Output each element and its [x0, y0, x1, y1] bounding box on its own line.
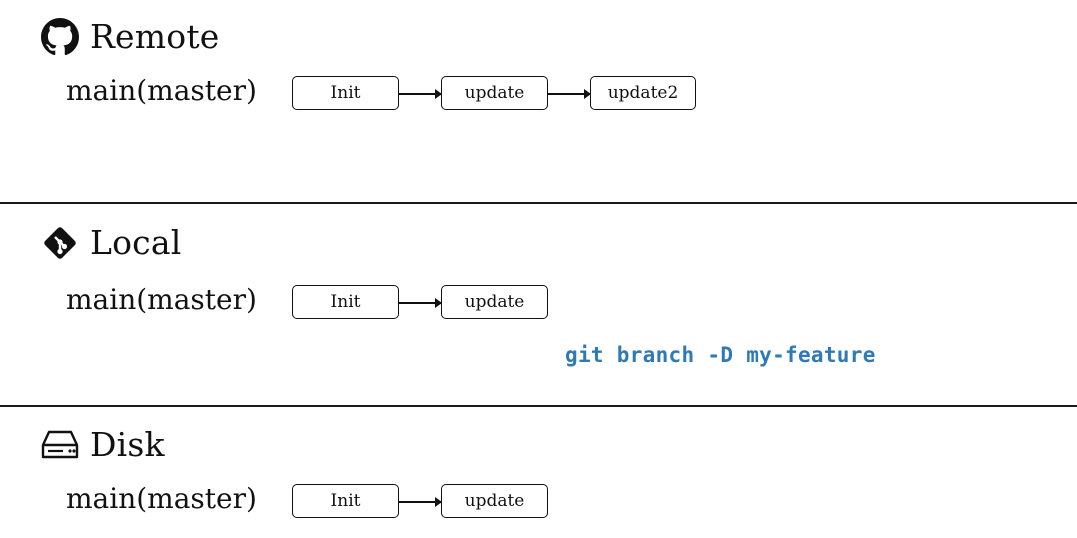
disk-title: Disk: [90, 425, 165, 464]
git-command-text: git branch -D my-feature: [565, 343, 876, 367]
disk-arrow-1: [399, 497, 442, 507]
section-divider: [0, 202, 1077, 204]
github-icon: [40, 17, 80, 57]
section-divider: [0, 405, 1077, 407]
remote-arrow-1: [399, 89, 442, 99]
local-arrow-1: [399, 298, 442, 308]
disk-commit-update: update: [441, 484, 548, 518]
disk-section: Disk main(master) Init update: [0, 407, 1077, 538]
local-commit-update: update: [441, 285, 548, 319]
hard-drive-icon: [40, 425, 80, 465]
remote-commit-update: update: [441, 76, 548, 110]
local-commit-init: Init: [292, 285, 399, 319]
remote-commit-init: Init: [292, 76, 399, 110]
local-header: Local: [40, 223, 182, 263]
disk-header: Disk: [40, 425, 165, 465]
git-icon: [40, 223, 80, 263]
local-title: Local: [90, 223, 182, 262]
remote-commit-update2: update2: [590, 76, 696, 110]
disk-branch-label: main(master): [66, 482, 257, 515]
remote-section: Remote main(master) Init update update2: [0, 0, 1077, 203]
disk-commit-init: Init: [292, 484, 399, 518]
remote-header: Remote: [40, 17, 220, 57]
remote-arrow-2: [548, 89, 591, 99]
remote-title: Remote: [90, 17, 220, 56]
local-branch-label: main(master): [66, 283, 257, 316]
remote-branch-label: main(master): [66, 74, 257, 107]
local-section: Local main(master) Init update git branc…: [0, 204, 1077, 406]
